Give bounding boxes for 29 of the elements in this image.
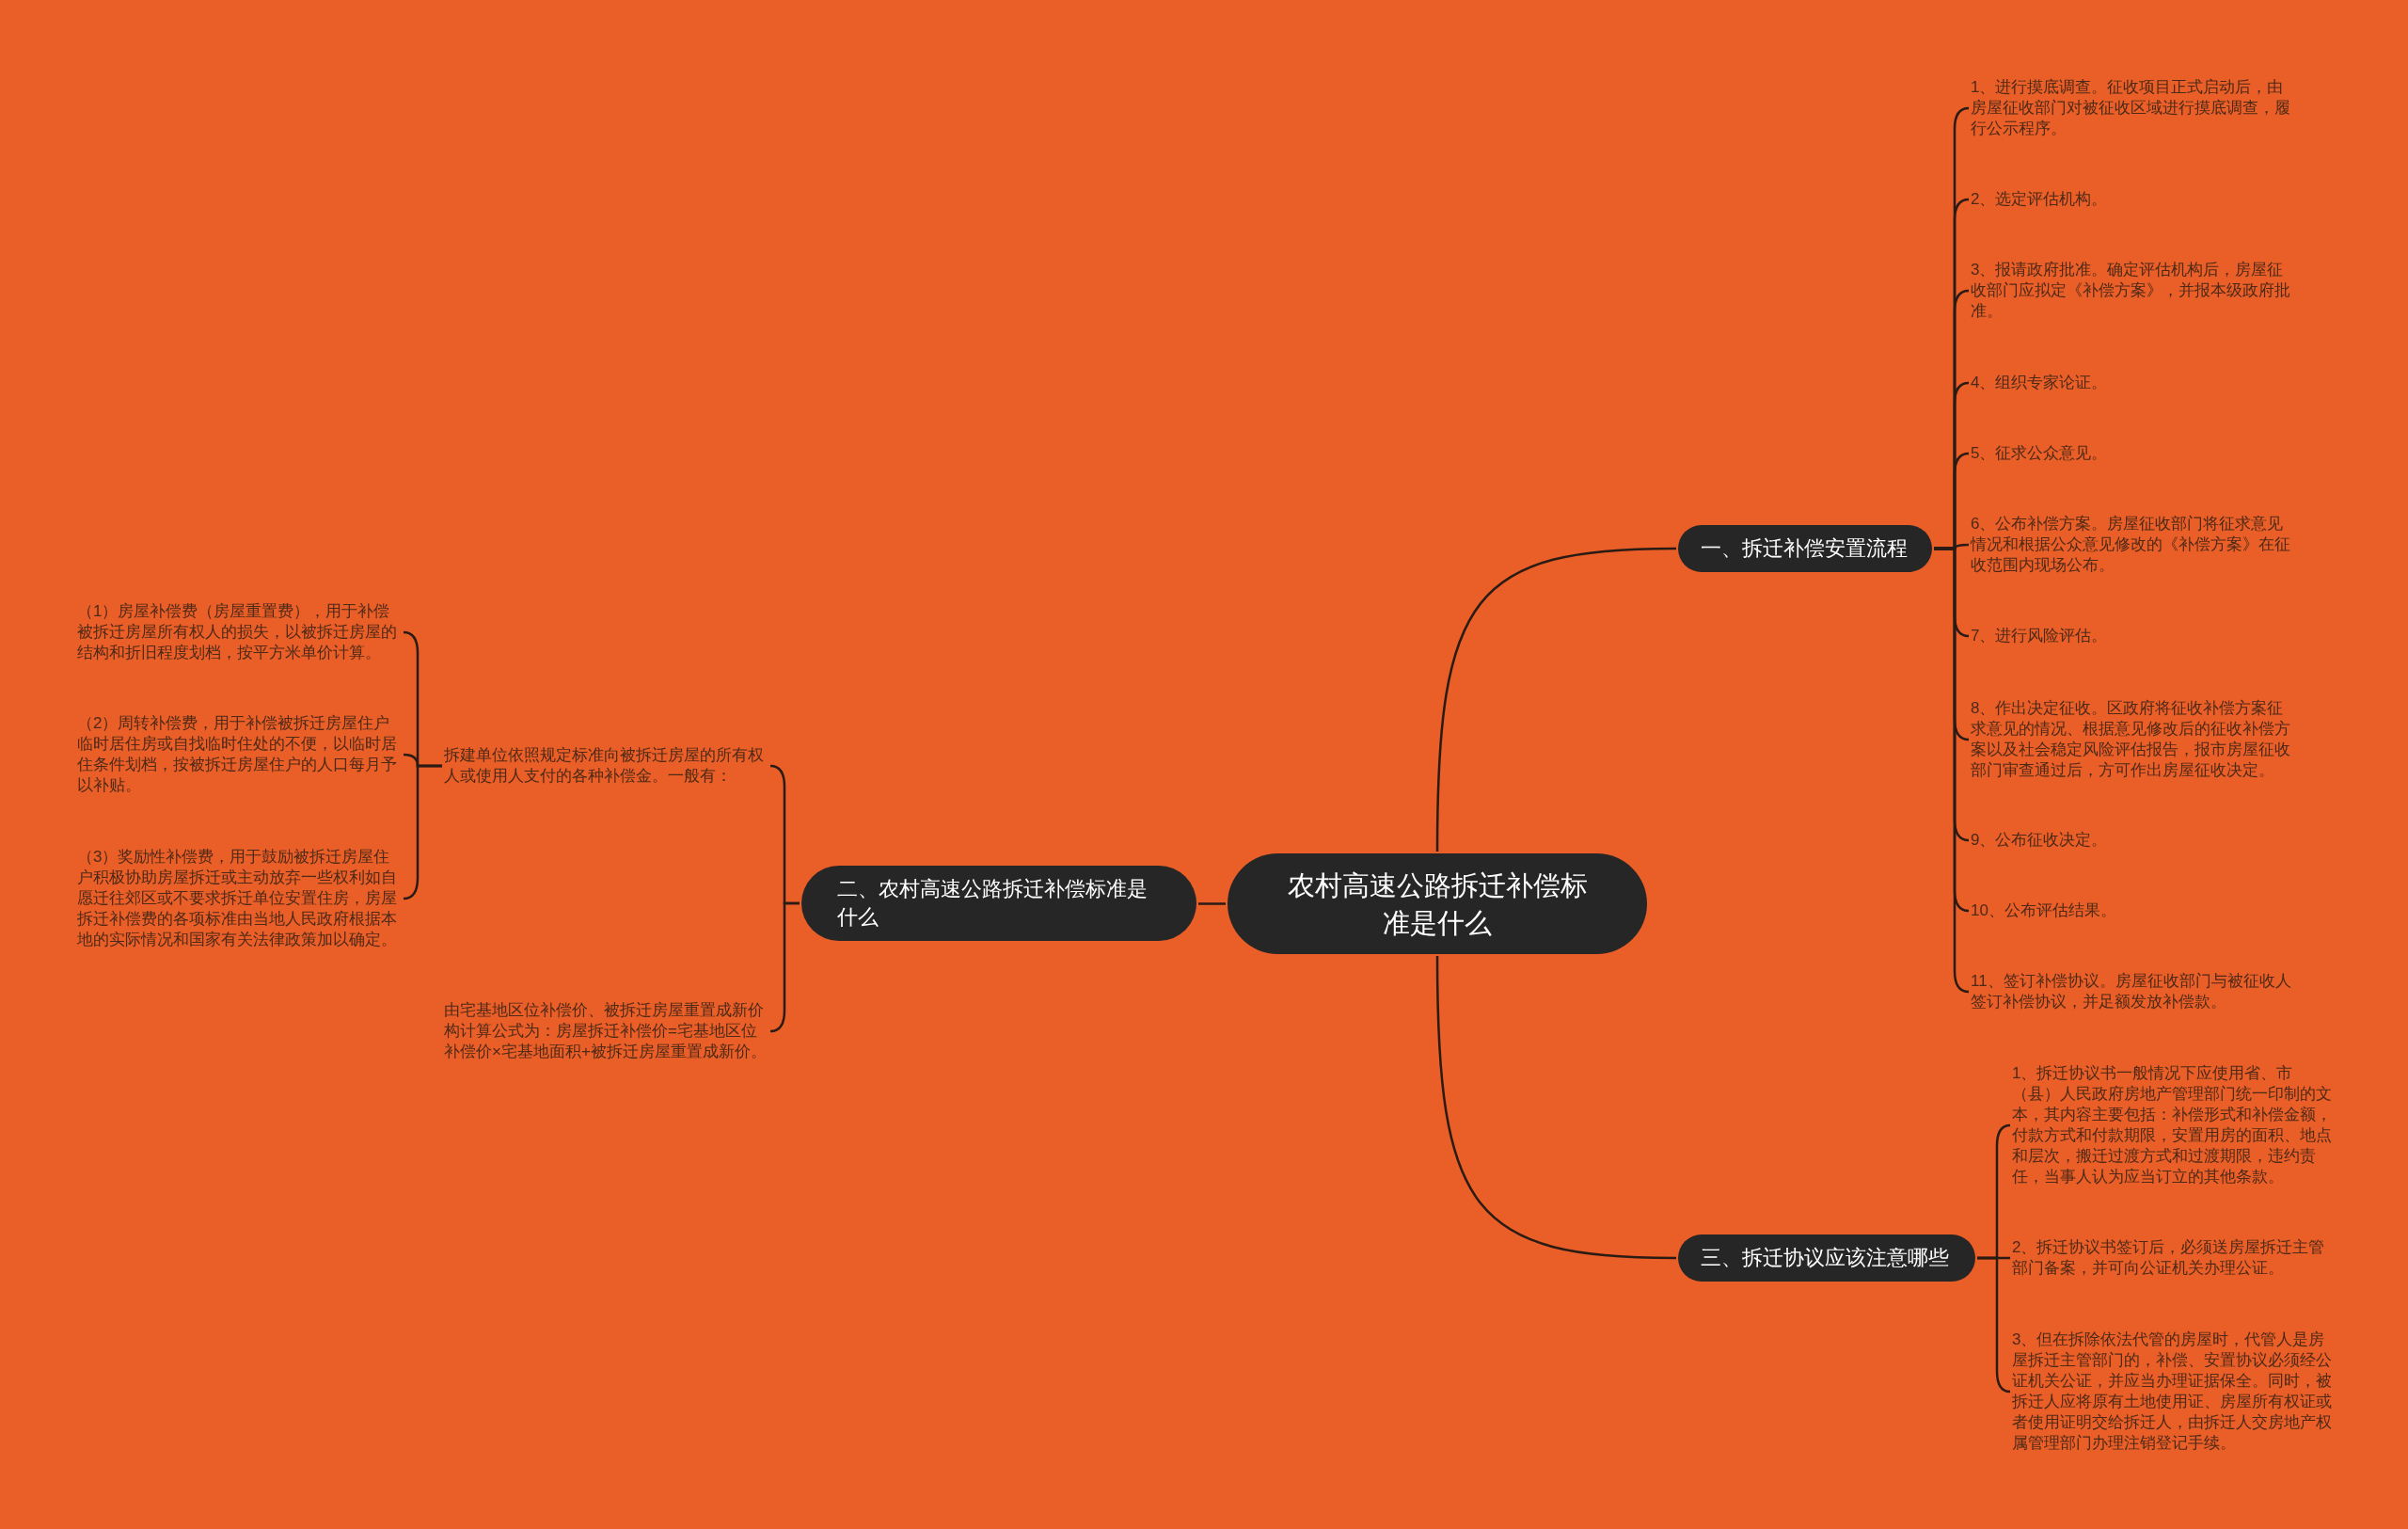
- detail-text: 2、选定评估机构。: [1971, 189, 2293, 210]
- detail-text: 11、签订补偿协议。房屋征收部门与被征收人签订补偿协议，并足额发放补偿款。: [1971, 971, 2293, 1012]
- detail-text: 3、报请政府批准。确定评估机构后，房屋征收部门应拟定《补偿方案》，并报本级政府批准。: [1971, 260, 2293, 322]
- connector-line: [769, 901, 800, 1033]
- connector-line: [1435, 547, 1677, 852]
- detail-text: 拆建单位依照规定标准向被拆迁房屋的所有权人或使用人支付的各种补偿金。一般有：: [444, 745, 768, 787]
- detail-text: （1）房屋补偿费（房屋重置费），用于补偿被拆迁房屋所有权人的损失，以被拆迁房屋的结构和折旧程度划档，按平方米单价计算。: [77, 601, 402, 663]
- detail-text: （2）周转补偿费，用于补偿被拆迁房屋住户临时居住房或自找临时住处的不便，以临时居住条件划档，按被拆迁房屋住户的人口每月予以补贴。: [77, 713, 402, 796]
- detail-text: 7、进行风险评估。: [1971, 626, 2293, 646]
- detail-text: 由宅基地区位补偿价、被拆迁房屋重置成新价构计算公式为：房屋拆迁补偿价=宅基地区位补偿价×宅基地面积+被拆迁房屋重置成新价。: [444, 1000, 768, 1062]
- connector-line: [1435, 956, 1677, 1260]
- detail-text: 3、但在拆除依法代管的房屋时，代管人是房屋拆迁主管部门的，补偿、安置协议必须经公证机关公证，并应当办理证据保全。同时，被拆迁人应将原有土地使用证、房屋所有权证或者使用证明交给拆迁人，由拆迁人交房地产权属管理部门办理注销登记手续。: [2012, 1330, 2337, 1454]
- branch-topic: 一、拆迁补偿安置流程: [1678, 525, 1932, 572]
- connector-line: [403, 764, 442, 900]
- detail-text: 9、公布征收决定。: [1971, 830, 2293, 851]
- central-topic: 农村高速公路拆迁补偿标准是什么: [1228, 853, 1647, 954]
- detail-text: 10、公布评估结果。: [1971, 900, 2293, 921]
- detail-text: 1、拆迁协议书一般情况下应使用省、市（县）人民政府房地产管理部门统一印制的文本，其内容主要包括：补偿形式和补偿金额，付款方式和付款期限，安置用房的面积、地点和层次，搬迁过渡方式和过渡期限，违约责任，当事人认为应当订立的其他条款。: [2012, 1063, 2337, 1187]
- branch-topic: 二、农村高速公路拆迁补偿标准是什么: [801, 866, 1196, 941]
- connector-line: [1977, 1256, 2011, 1394]
- detail-text: 8、作出决定征收。区政府将征收补偿方案征求意见的情况、根据意见修改后的征收补偿方案以及社会稳定风险评估报告，报市房屋征收部门审查通过后，方可作出房屋征收决定。: [1971, 698, 2293, 781]
- branch-topic: 三、拆迁协议应该注意哪些: [1678, 1234, 1975, 1282]
- detail-text: 6、公布补偿方案。房屋征收部门将征求意见情况和根据公众意见修改的《补偿方案》在征收范围内现场公布。: [1971, 514, 2293, 576]
- detail-text: （3）奖励性补偿费，用于鼓励被拆迁房屋住户积极协助房屋拆迁或主动放弃一些权利如自愿迁往郊区或不要求拆迁单位安置住房，房屋拆迁补偿费的各项标准由当地人民政府根据本地的实际情况和国家有关法律政策加以确定。: [77, 847, 402, 950]
- detail-text: 5、征求公众意见。: [1971, 443, 2293, 464]
- detail-text: 4、组织专家论证。: [1971, 373, 2293, 393]
- connector-line: [1198, 902, 1226, 905]
- detail-text: 2、拆迁协议书签订后，必须送房屋拆迁主管部门备案，并可向公证机关办理公证。: [2012, 1237, 2337, 1279]
- detail-text: 1、进行摸底调查。征收项目正式启动后，由房屋征收部门对被征收区域进行摸底调查，履行公示程序。: [1971, 77, 2293, 139]
